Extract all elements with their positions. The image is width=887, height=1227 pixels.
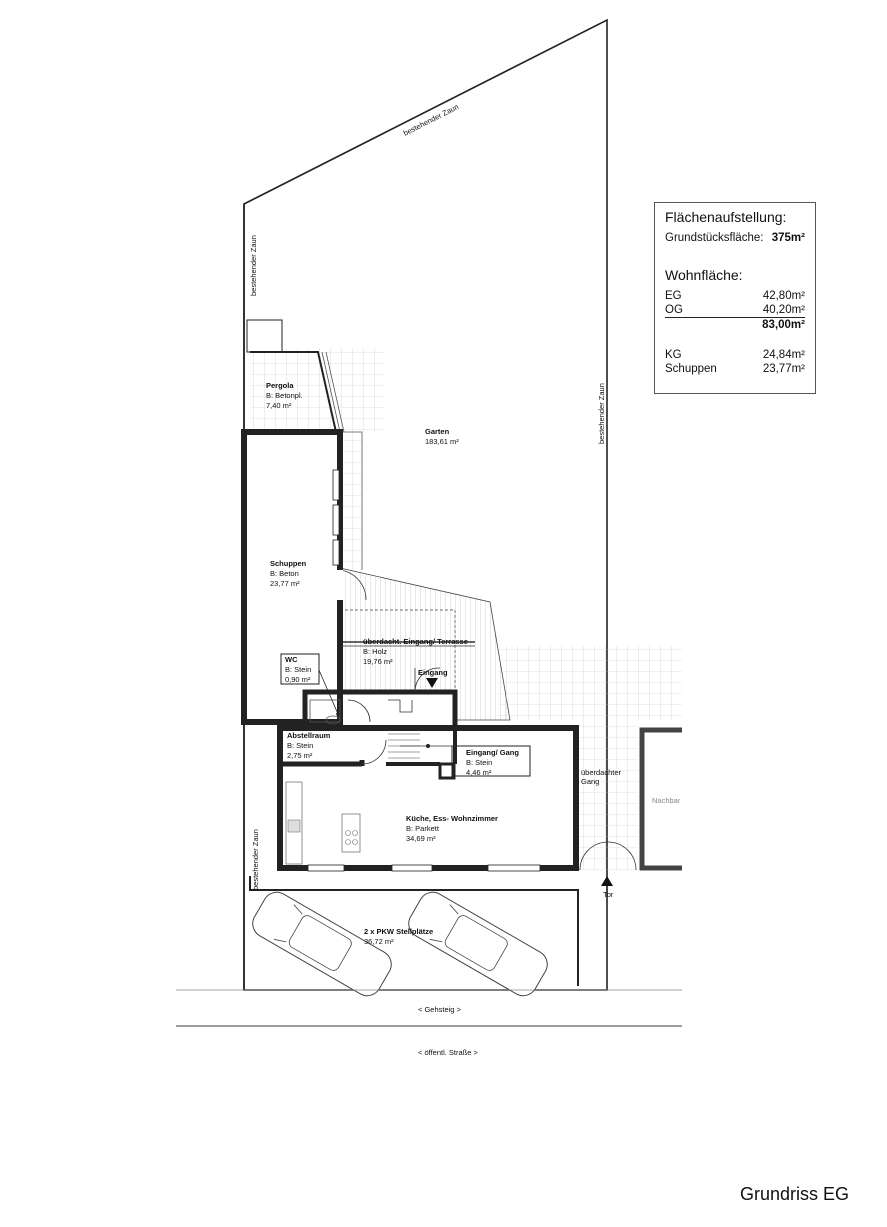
abstellraum-material: B: Stein bbox=[287, 741, 313, 750]
wc-material: B: Stein bbox=[285, 665, 311, 674]
pergola-name: Pergola bbox=[266, 381, 294, 390]
gang-name: Eingang/ Gang bbox=[466, 748, 519, 757]
eingang-label: Eingang bbox=[418, 668, 448, 677]
garden-path bbox=[340, 432, 362, 570]
side-paving bbox=[498, 646, 682, 720]
kueche-material: B: Parkett bbox=[406, 824, 440, 833]
entrance-arrow-icon bbox=[426, 678, 438, 688]
plan-title: Grundriss EG bbox=[740, 1184, 850, 1204]
kueche-area: 34,69 m² bbox=[406, 834, 436, 843]
car-icon bbox=[252, 891, 392, 997]
wc-area: 0,90 m² bbox=[285, 675, 311, 684]
strasse-label: < öffentl. Straße > bbox=[418, 1048, 479, 1057]
legend-row-label: Schuppen bbox=[665, 363, 717, 375]
fence-label-right: bestehender Zaun bbox=[597, 383, 606, 444]
schuppen-walls bbox=[241, 429, 367, 725]
abstellraum-name: Abstellraum bbox=[287, 731, 331, 740]
plot-area-label: Grundstücksfläche: bbox=[665, 232, 764, 244]
covered-walkway bbox=[578, 720, 638, 870]
fence-label-left-lower: bestehender Zaun bbox=[251, 829, 260, 890]
pergola-area bbox=[246, 319, 385, 433]
car-icon bbox=[408, 891, 548, 997]
legend-row-eg: EG 42,80m² bbox=[665, 289, 805, 303]
plot-boundary bbox=[243, 18, 608, 991]
living-area-title: Wohnfläche: bbox=[665, 267, 743, 283]
tor-label: Tor bbox=[603, 890, 614, 899]
legend-title: Flächenaufstellung: bbox=[665, 209, 787, 225]
nachbar-label: Nachbar bbox=[652, 796, 681, 805]
plot-area-value: 375m² bbox=[771, 232, 805, 244]
legend-row-schuppen: Schuppen 23,77m² bbox=[665, 362, 805, 376]
legend-row-value: 40,20m² bbox=[762, 304, 805, 316]
area-legend: Flächenaufstellung: Grundstücksfläche: 3… bbox=[654, 202, 816, 394]
terrasse-area: 19,76 m² bbox=[363, 657, 393, 666]
abstellraum-area: 2,75 m² bbox=[287, 751, 313, 760]
schuppen-material: B: Beton bbox=[270, 569, 299, 578]
stellplaetze-name: 2 x PKW Stellplätze bbox=[364, 927, 433, 936]
parking-area bbox=[249, 876, 579, 997]
wc-name: WC bbox=[285, 655, 298, 664]
fence-label-left: bestehender Zaun bbox=[249, 235, 258, 296]
wc-label-box bbox=[280, 653, 320, 685]
pergola-area-value: 7,40 m² bbox=[266, 401, 292, 410]
kueche-name: Küche, Ess- Wohnzimmer bbox=[406, 814, 498, 823]
gang-material: B: Stein bbox=[466, 758, 492, 767]
gehsteig-label: < Gehsteig > bbox=[418, 1005, 462, 1014]
legend-total: 83,00m² bbox=[762, 319, 805, 331]
schuppen-name: Schuppen bbox=[270, 559, 307, 568]
house-walls bbox=[277, 725, 579, 872]
terrasse-material: B: Holz bbox=[363, 647, 387, 656]
garten-name: Garten bbox=[425, 427, 450, 436]
terrasse-name: überdacht. Eingang/ Terrasse bbox=[363, 637, 468, 646]
legend-total-row: 83,00m² bbox=[665, 318, 805, 332]
covered-walkway-label-1: überdachter bbox=[581, 768, 622, 777]
legend-row-value: 24,84m² bbox=[762, 349, 805, 361]
gate bbox=[579, 841, 637, 892]
legend-row-label: KG bbox=[665, 349, 682, 361]
stellplaetze-area: 36,72 m² bbox=[364, 937, 394, 946]
garten-area: 183,61 m² bbox=[425, 437, 459, 446]
legend-row-value: 42,80m² bbox=[762, 290, 805, 302]
legend-row-value: 23,77m² bbox=[762, 363, 805, 375]
legend-row-og: OG 40,20m² bbox=[665, 303, 805, 318]
legend-row-label: OG bbox=[665, 304, 683, 316]
pergola-material: B: Betonpl. bbox=[266, 391, 303, 400]
plot-area-row: Grundstücksfläche: 375m² bbox=[665, 231, 805, 245]
schuppen-area: 23,77 m² bbox=[270, 579, 300, 588]
gang-area: 4,46 m² bbox=[466, 768, 492, 777]
legend-row-kg: KG 24,84m² bbox=[665, 348, 805, 362]
covered-walkway-label-2: Gang bbox=[581, 777, 599, 786]
legend-row-label: EG bbox=[665, 290, 682, 302]
neighbour-building bbox=[639, 727, 682, 871]
